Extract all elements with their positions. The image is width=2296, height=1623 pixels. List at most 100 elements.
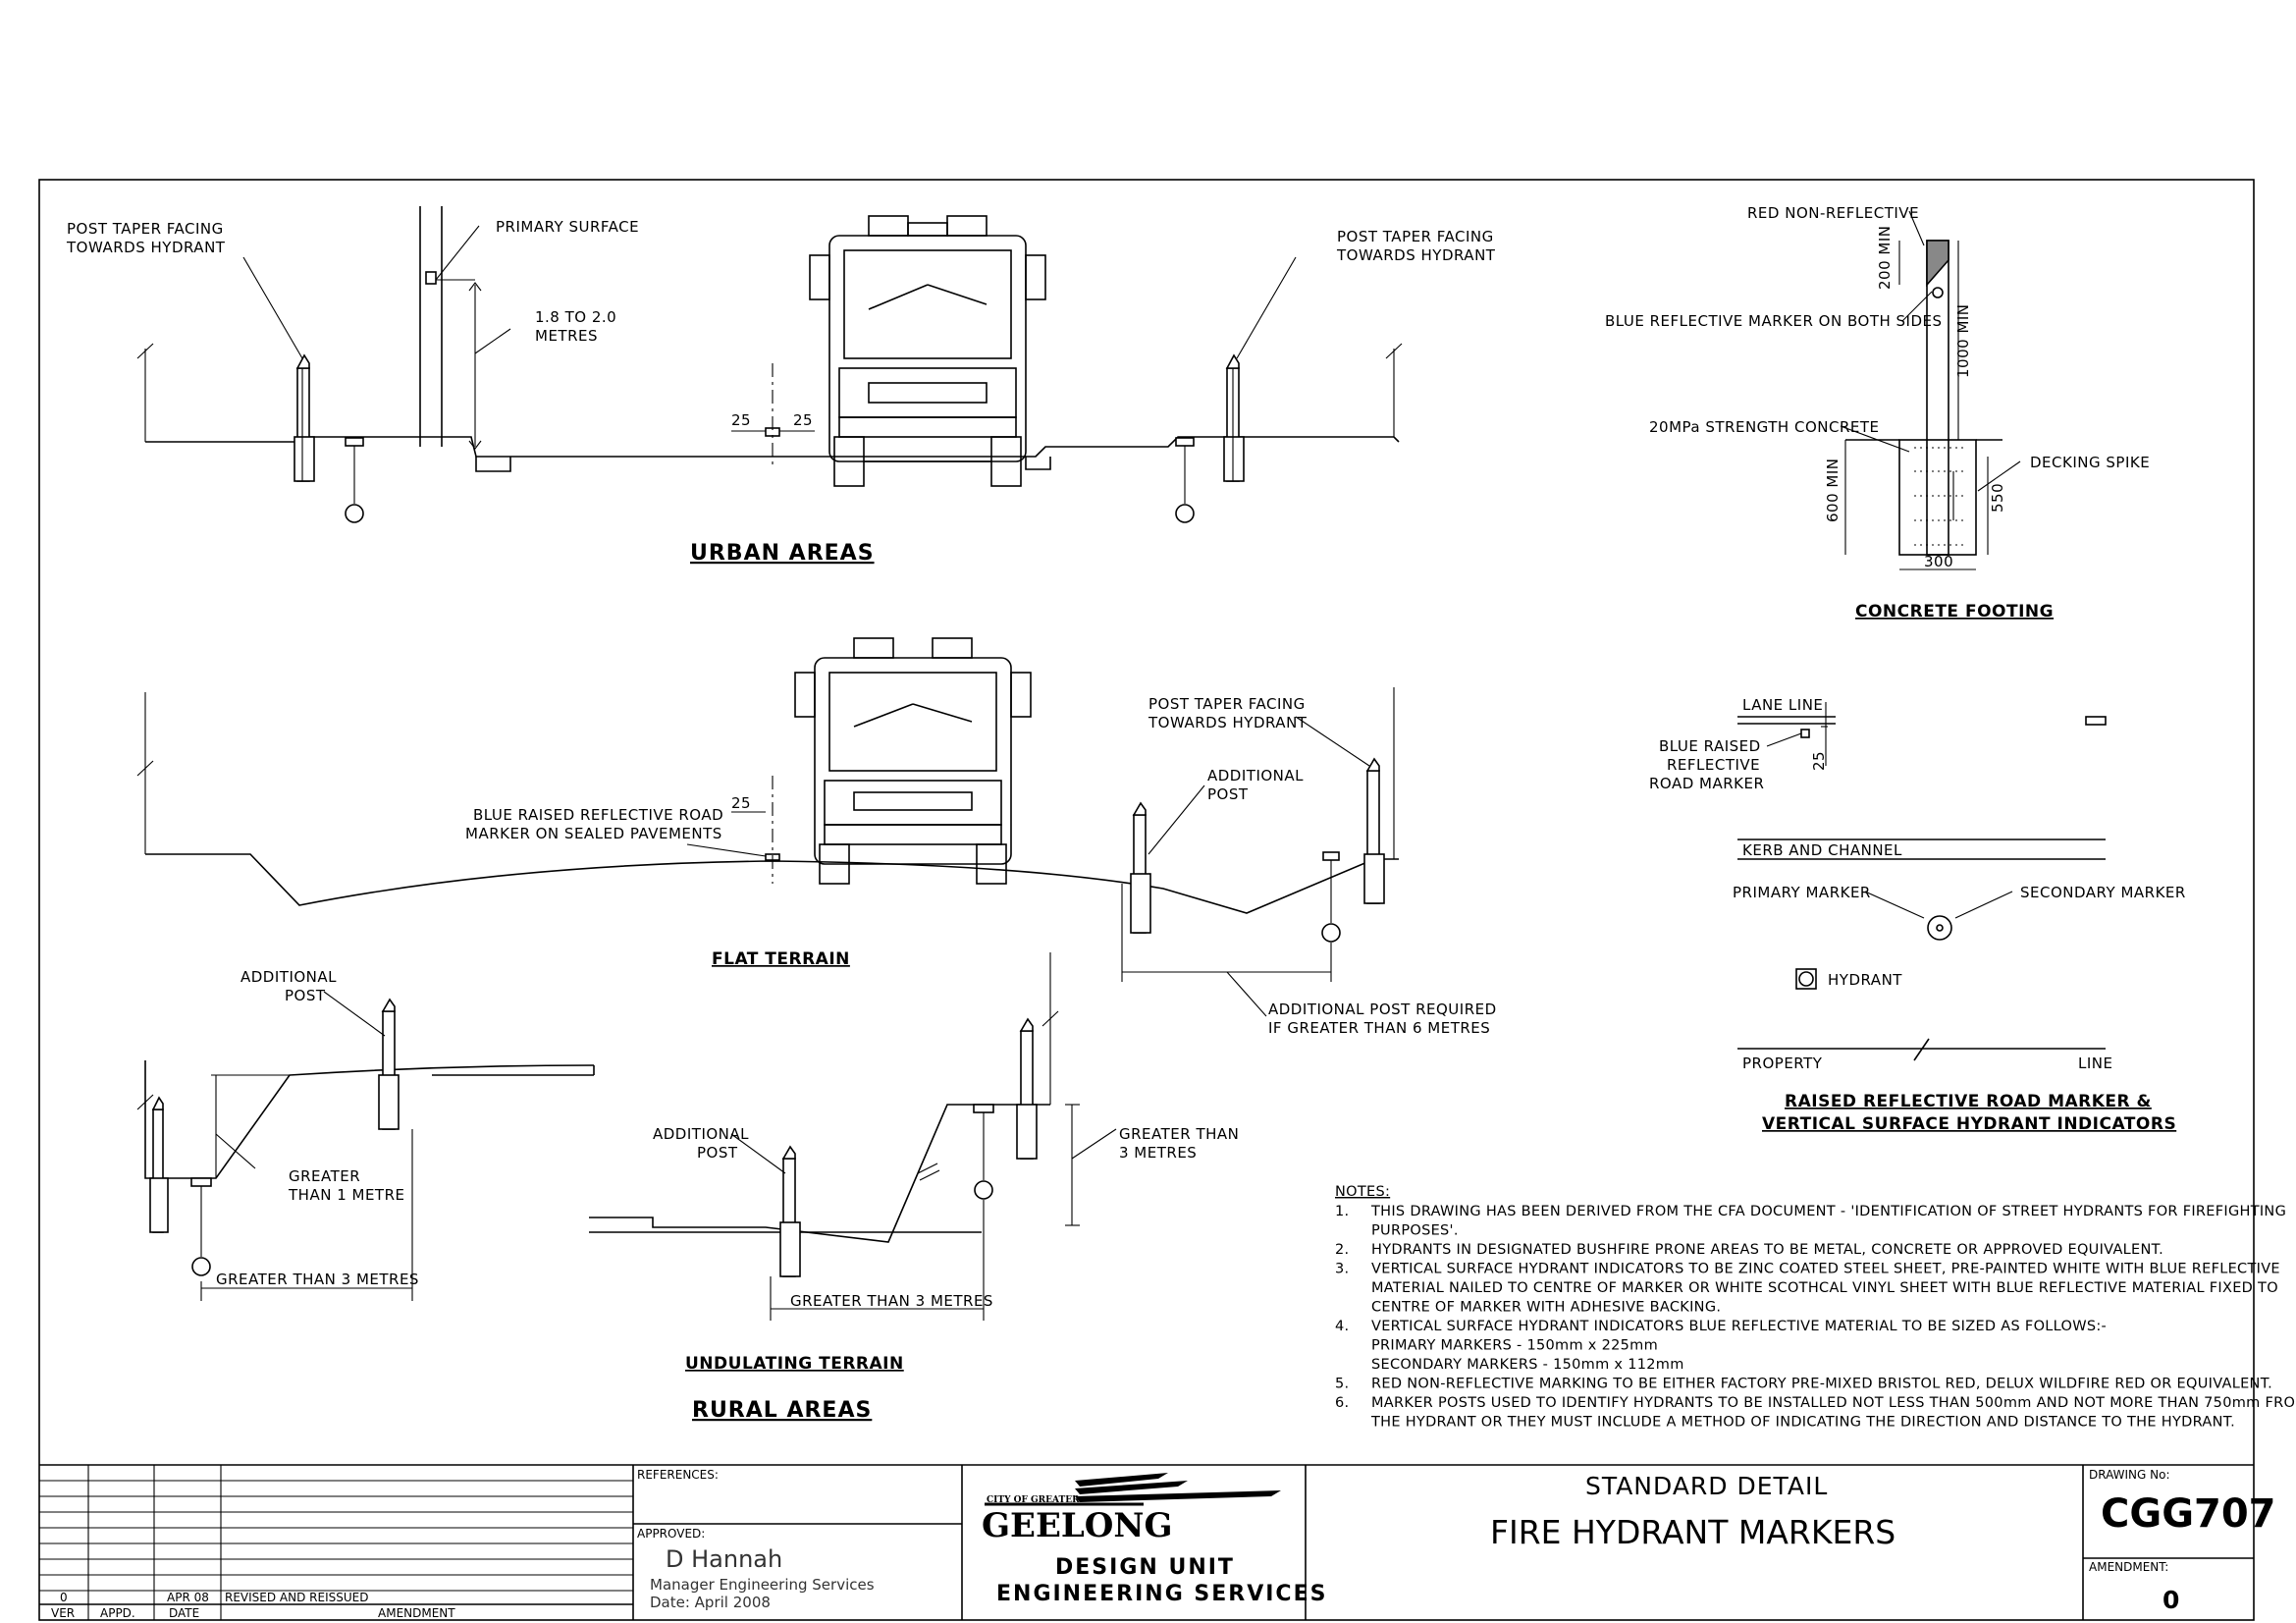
rural-mid-greater-3m-1: GREATER THAN (1119, 1125, 1239, 1143)
flat-post-taper-label-1: POST TAPER FACING (1148, 695, 1306, 713)
rural-mid-additional-1: ADDITIONAL (653, 1125, 749, 1143)
urban-dim-left: 25 (731, 411, 751, 429)
note-text: RED NON-REFLECTIVE MARKING TO BE EITHER … (1371, 1377, 2272, 1392)
urban-dim-right: 25 (793, 411, 813, 429)
footing-red-label: RED NON-REFLECTIVE (1747, 204, 1919, 222)
flat-additional-required-2: IF GREATER THAN 6 METRES (1268, 1019, 1490, 1037)
plan-hydrant: HYDRANT (1828, 971, 1902, 989)
approval-date: Date: April 2008 (650, 1594, 771, 1611)
notes-block: NOTES: 1.THIS DRAWING HAS BEEN DERIVED F… (1335, 1184, 2296, 1431)
geelong-logo: CITY OF GREATER GEELONG (982, 1473, 1281, 1545)
note-number: 3. (1335, 1262, 1349, 1277)
footing-title: CONCRETE FOOTING (1855, 602, 2054, 622)
rural-left-section: ADDITIONAL POST GREATER THAN 1 METRE GRE… (136, 968, 595, 1301)
flat-title: FLAT TERRAIN (712, 949, 850, 969)
footing-blue-label: BLUE REFLECTIVE MARKER ON BOTH SIDES (1605, 312, 1943, 330)
approver-role: Manager Engineering Services (650, 1576, 875, 1594)
flat-additional-post-1: ADDITIONAL (1207, 767, 1304, 784)
note-text: SECONDARY MARKERS - 150mm x 112mm (1371, 1357, 1684, 1373)
approved-label: APPROVED: (637, 1527, 705, 1541)
note-text: VERTICAL SURFACE HYDRANT INDICATORS TO B… (1371, 1262, 2280, 1277)
rural-mid-additional-2: POST (697, 1144, 738, 1162)
marker-plan-section: LANE LINE BLUE RAISED REFLECTIVE ROAD MA… (1649, 696, 2186, 1134)
drawing-title: FIRE HYDRANT MARKERS (1490, 1513, 1896, 1551)
rural-left-greater-3m: GREATER THAN 3 METRES (216, 1271, 419, 1288)
plan-property: PROPERTY (1742, 1055, 1823, 1072)
urban-title: URBAN AREAS (690, 541, 875, 566)
note-number: 5. (1335, 1377, 1349, 1392)
drawing-no: CGG707 (2101, 1491, 2276, 1537)
rural-left-additional-2: POST (285, 987, 326, 1004)
note-text: HYDRANTS IN DESIGNATED BUSHFIRE PRONE AR… (1371, 1242, 2163, 1258)
note-text: THIS DRAWING HAS BEEN DERIVED FROM THE C… (1370, 1204, 2286, 1219)
svg-text:CITY OF GREATER: CITY OF GREATER (987, 1495, 1080, 1505)
note-text: PRIMARY MARKERS - 150mm x 225mm (1371, 1338, 1658, 1354)
plan-secondary: SECONDARY MARKER (2020, 884, 2186, 901)
svg-text:TOWARDS HYDRANT: TOWARDS HYDRANT (1336, 246, 1496, 264)
footing-dim-1000: 1000 MIN (1954, 303, 1972, 378)
note-text: MATERIAL NAILED TO CENTRE OF MARKER OR W… (1371, 1280, 2278, 1296)
amend-date: APR 08 (167, 1591, 209, 1604)
title-block: 0 APR 08 REVISED AND REISSUED VER APPD. … (39, 1464, 2276, 1620)
rural-areas-title: RURAL AREAS (692, 1398, 872, 1423)
concrete-footing-section: RED NON-REFLECTIVE BLUE REFLECTIVE MARKE… (1605, 204, 2150, 622)
engineering-services: ENGINEERING SERVICES (996, 1582, 1327, 1606)
amend-ver: 0 (60, 1591, 68, 1604)
plan-line: LINE (2078, 1055, 2112, 1072)
urban-post-taper-right: POST TAPER FACING TOWARDS HYDRANT (1336, 228, 1496, 264)
note-text: PURPOSES'. (1371, 1223, 1459, 1239)
svg-text:POST TAPER FACING: POST TAPER FACING (1337, 228, 1494, 245)
notes-heading: NOTES: (1335, 1184, 1390, 1200)
svg-text:TOWARDS HYDRANT: TOWARDS HYDRANT (66, 239, 226, 256)
references-label: REFERENCES: (637, 1468, 719, 1482)
rural-left-additional-1: ADDITIONAL (240, 968, 337, 986)
urban-primary-surface: PRIMARY SURFACE (496, 218, 639, 236)
note-text: CENTRE OF MARKER WITH ADHESIVE BACKING. (1371, 1300, 1721, 1316)
footing-decking-label: DECKING SPIKE (2030, 454, 2150, 471)
note-text: VERTICAL SURFACE HYDRANT INDICATORS BLUE… (1371, 1319, 2107, 1334)
approver-name: D Hannah (666, 1545, 782, 1573)
rural-mid-greater-3m-2: 3 METRES (1119, 1144, 1197, 1162)
svg-text:METRES: METRES (535, 327, 598, 345)
notes-lines: 1.THIS DRAWING HAS BEEN DERIVED FROM THE… (1335, 1204, 2296, 1431)
plan-kerb: KERB AND CHANNEL (1742, 841, 1902, 859)
urban-post-taper-left: POST TAPER FACING TOWARDS HYDRANT (66, 220, 226, 256)
flat-additional-required-1: ADDITIONAL POST REQUIRED (1268, 1001, 1497, 1018)
plan-blue-raised-2: REFLECTIVE (1667, 756, 1760, 774)
sheet-border (38, 179, 2255, 1621)
amendment-value: 0 (2163, 1586, 2179, 1614)
footing-dim-200: 200 MIN (1876, 226, 1894, 291)
note-number: 4. (1335, 1319, 1349, 1334)
rural-mid-section: ADDITIONAL POST GREATER THAN 3 METRES GR… (589, 952, 1239, 1423)
rural-left-greater-1m-1: GREATER (289, 1167, 360, 1185)
flat-dim-25: 25 (731, 794, 751, 812)
note-number: 2. (1335, 1242, 1349, 1258)
header-date: DATE (169, 1606, 199, 1620)
flat-terrain-section: POST TAPER FACING TOWARDS HYDRANT ADDITI… (136, 637, 1497, 1037)
plan-dim-25: 25 (1810, 751, 1828, 771)
plan-primary: PRIMARY MARKER (1733, 884, 1871, 901)
plan-lane-line: LANE LINE (1742, 696, 1823, 714)
footing-dim-600: 600 MIN (1824, 459, 1842, 523)
urban-areas-section: POST TAPER FACING TOWARDS HYDRANT PRIMAR… (66, 206, 1496, 566)
urban-height-label: 1.8 TO 2.0 METRES (535, 308, 616, 345)
amend-text: REVISED AND REISSUED (225, 1591, 368, 1604)
rural-undulating-title: UNDULATING TERRAIN (685, 1354, 904, 1374)
header-ver: VER (51, 1606, 75, 1620)
drawing-no-label: DRAWING No: (2089, 1468, 2170, 1482)
footing-concrete-label: 20MPa STRENGTH CONCRETE (1649, 418, 1879, 436)
rural-left-greater-1m-2: THAN 1 METRE (288, 1186, 405, 1204)
plan-title-2: VERTICAL SURFACE HYDRANT INDICATORS (1762, 1114, 2176, 1134)
plan-title-1: RAISED REFLECTIVE ROAD MARKER & (1785, 1092, 2152, 1111)
plan-blue-raised-3: ROAD MARKER (1649, 775, 1764, 792)
design-unit: DESIGN UNIT (1055, 1555, 1235, 1580)
standard-detail: STANDARD DETAIL (1585, 1472, 1828, 1500)
svg-text:GEELONG: GEELONG (982, 1506, 1173, 1545)
plan-blue-raised-1: BLUE RAISED (1659, 737, 1761, 755)
svg-text:1.8 TO 2.0: 1.8 TO 2.0 (535, 308, 616, 326)
rural-mid-greater-3m-bottom: GREATER THAN 3 METRES (790, 1292, 993, 1310)
header-amendment: AMENDMENT (378, 1606, 455, 1620)
flat-post-taper-label-2: TOWARDS HYDRANT (1148, 714, 1308, 731)
amendment-label: AMENDMENT: (2089, 1560, 2168, 1574)
